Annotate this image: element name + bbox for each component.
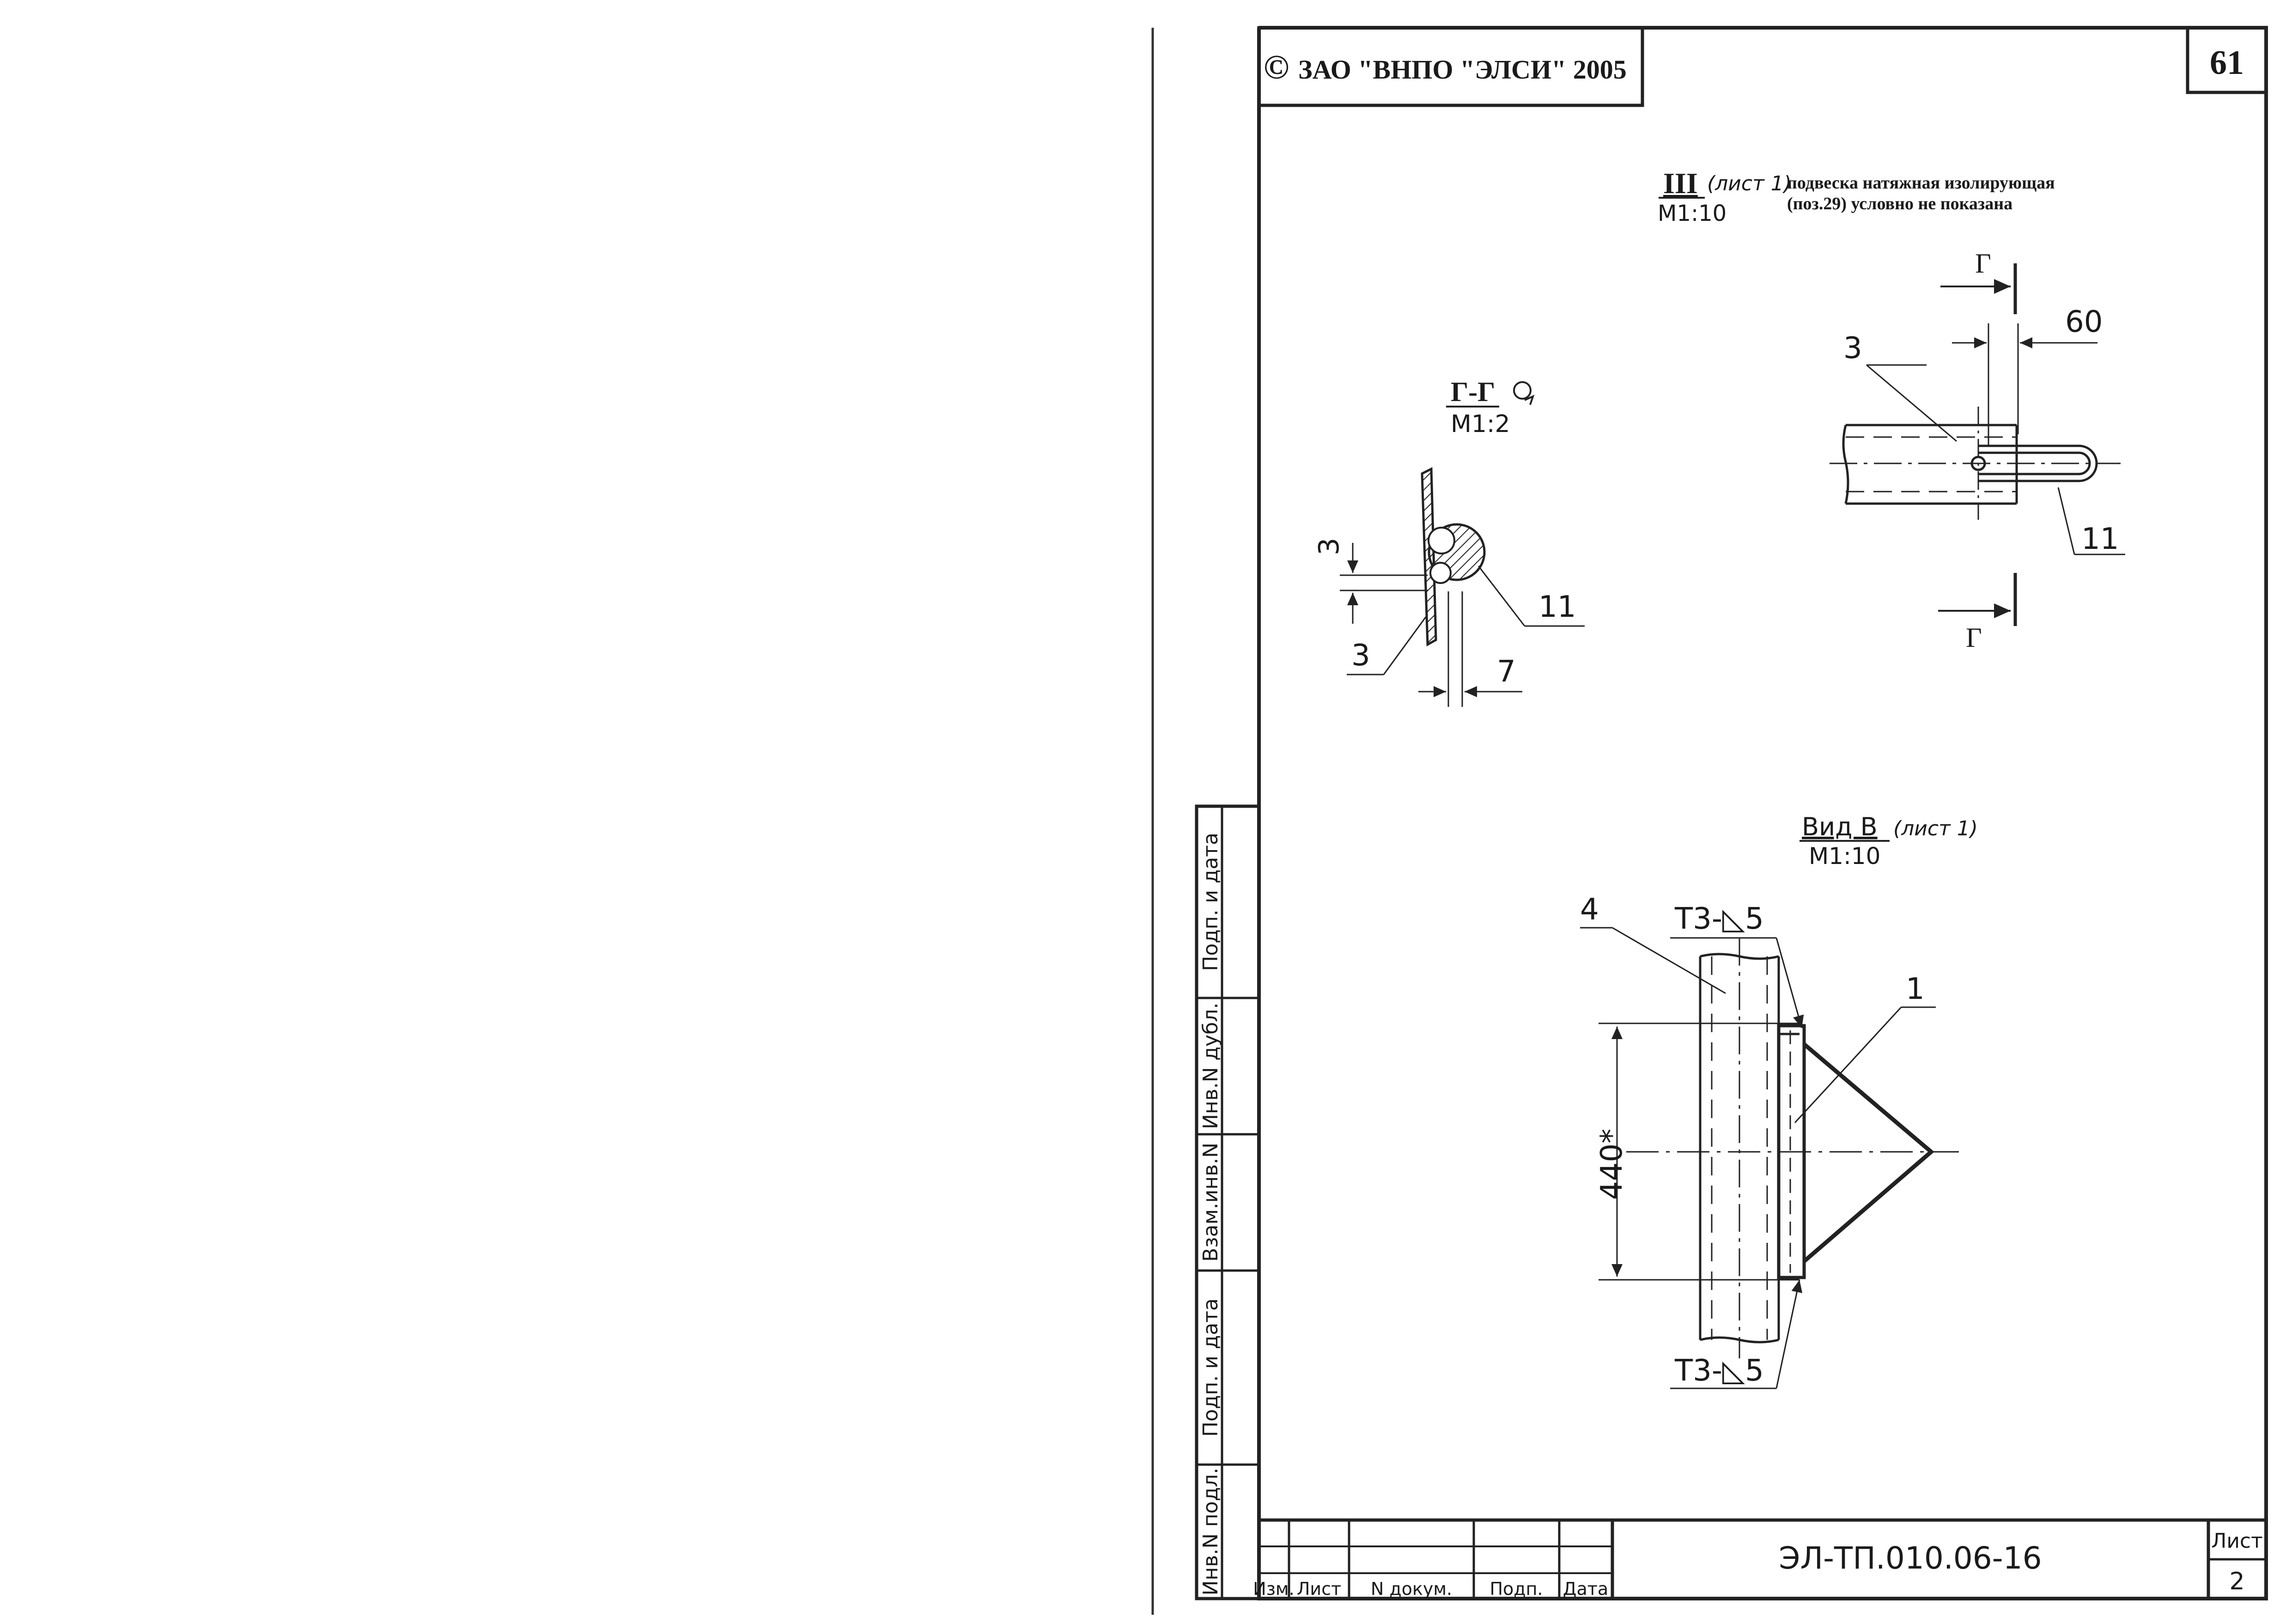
document-designation: ЭЛ-ТП.010.06-16 [1779, 1540, 2042, 1576]
side-stamp-label-4: Подп. и дата [1199, 1298, 1222, 1437]
pipe-3-plan [1842, 424, 2018, 505]
dim-440: 440* [1595, 1129, 1629, 1200]
section-gg-scale: М1:2 [1451, 410, 1510, 438]
section-mark-top: Г [1975, 248, 1991, 279]
dim-7-gg: 7 [1497, 655, 1516, 689]
view-iii-sheet-ref: (лист 1) [1707, 172, 1792, 195]
copyright-symbol: © [1264, 49, 1289, 86]
sheet-value: 2 [2229, 1568, 2244, 1595]
section-mark-bottom: Г [1966, 622, 1982, 653]
title-block [1259, 1518, 2266, 1599]
side-stamp-label-2: Инв.N дубл. [1199, 1003, 1222, 1129]
title-col-podp: Подп. [1489, 1579, 1543, 1599]
section-gg-title: Г-Г [1451, 377, 1495, 407]
weld-bottom: Т3-◺5 [1674, 1354, 1764, 1388]
weld-top: Т3-◺5 [1674, 902, 1764, 936]
dim-3-gg: 3 [1313, 538, 1345, 555]
callout-3-gg: 3 [1351, 639, 1370, 673]
view-iii: III (лист 1) М1:10 подвеска натяжная изо… [1658, 167, 2125, 653]
section-gg: Г-Г М1:2 3 3 11 7 [1313, 377, 1585, 707]
title-col-list: Лист [1297, 1579, 1341, 1599]
view-b-scale: М1:10 [1809, 843, 1880, 870]
callout-3-iii: 3 [1843, 331, 1862, 365]
title-col-izm: Изм. [1253, 1579, 1294, 1599]
view-iii-note-line1: подвеска натяжная изолирующая [1787, 173, 2055, 193]
u-bolt-11 [1970, 444, 2098, 482]
callout-11-gg: 11 [1538, 590, 1576, 624]
dim-60: 60 [2065, 305, 2103, 339]
page-number: 61 [2210, 44, 2244, 82]
view-iii-title: III [1663, 167, 1698, 200]
title-col-ndokum: N докум. [1371, 1579, 1452, 1599]
callout-4: 4 [1580, 893, 1599, 927]
view-b-sheet-ref: (лист 1) [1893, 817, 1978, 840]
callout-1: 1 [1906, 972, 1925, 1006]
page-number-box: 61 [2186, 26, 2268, 94]
view-iii-scale: М1:10 [1658, 201, 1727, 226]
side-stamp: Подп. и дата Инв.N дубл. Взам.инв.N Подп… [1195, 804, 1261, 1600]
side-stamp-label-3: Взам.инв.N [1199, 1143, 1222, 1262]
copyright-text: ЗАО "ВНПО "ЭЛСИ" 2005 [1298, 55, 1627, 85]
side-stamp-label-1: Подп. и дата [1199, 833, 1222, 971]
callout-11-iii: 11 [2081, 522, 2119, 556]
view-b: Вид В (лист 1) М1:10 440* [1580, 812, 1978, 1389]
sheet-label: Лист [2211, 1529, 2263, 1553]
view-b-title: Вид В [1802, 812, 1878, 841]
view-iii-note-line2: (поз.29) условно не показана [1787, 194, 2012, 213]
copyright-box: © ЗАО "ВНПО "ЭЛСИ" 2005 [1257, 26, 1644, 107]
title-col-data: Дата [1563, 1579, 1608, 1599]
side-stamp-label-5: Инв.N подл. [1199, 1468, 1222, 1596]
